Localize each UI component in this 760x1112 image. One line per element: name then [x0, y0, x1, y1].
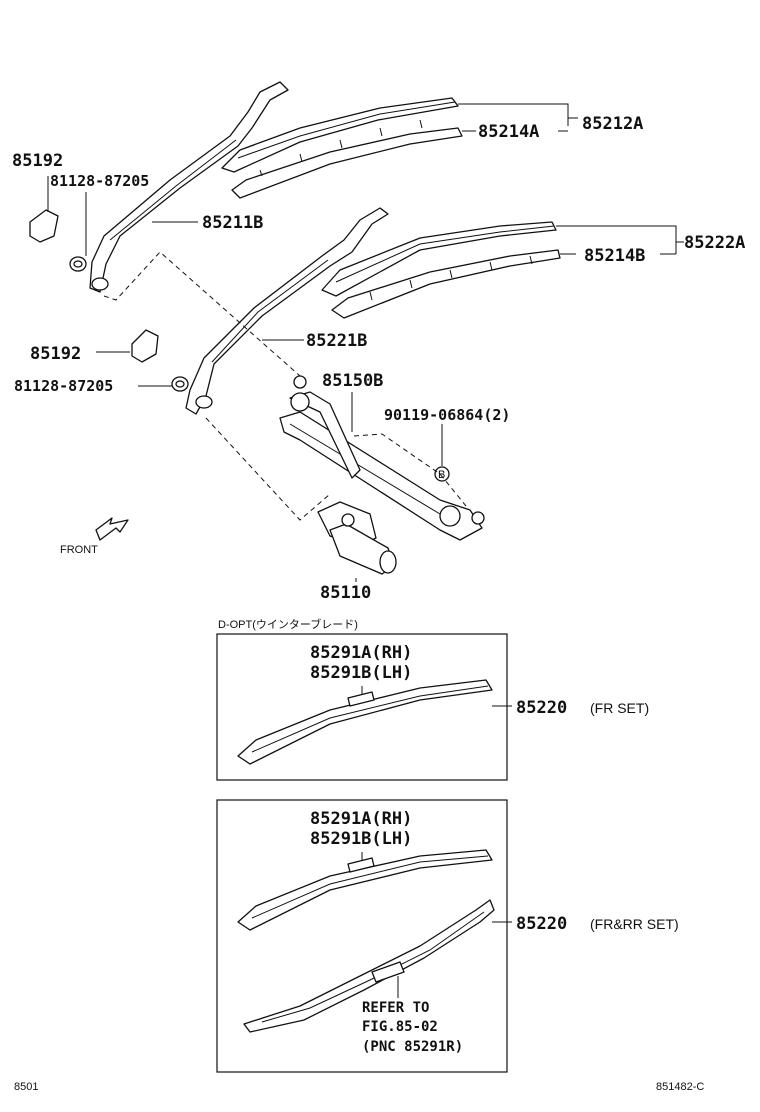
box1-set-label: (FR SET): [590, 700, 649, 716]
option-header: D-OPT(ウインターブレード): [218, 617, 358, 631]
label-85192-top: 85192: [12, 151, 63, 171]
label-85150B: 85150B: [322, 371, 383, 391]
label-85214A: 85214A: [478, 122, 539, 142]
wiper-motor-85110: [317, 501, 397, 575]
cap-85192-mid: [131, 329, 159, 363]
footer-right: 851482-C: [656, 1081, 704, 1093]
box2-refer-line2: FIG.85-02: [362, 1019, 438, 1035]
wiper-arm-85221B: [185, 207, 389, 415]
label-85214B: 85214B: [584, 246, 645, 266]
dashed-guide-top: [103, 251, 301, 377]
footer-left: 8501: [14, 1081, 38, 1093]
winter-blade-fr-2: [237, 849, 493, 931]
wiper-blade-85212A: [221, 97, 463, 199]
front-arrow-icon: [95, 517, 129, 541]
label-85211B: 85211B: [202, 213, 263, 233]
dashed-guide-mid: [205, 417, 331, 521]
label-90119: 90119-06864(2): [384, 406, 510, 424]
label-85212A: 85212A: [582, 114, 643, 134]
winter-blade-fr: [237, 679, 493, 765]
box2-label-rh: 85291A(RH): [310, 809, 412, 829]
nut-81128-top: [69, 256, 87, 272]
label-85221B: 85221B: [306, 331, 367, 351]
box-fr-set: [216, 633, 508, 781]
rear-blade: [243, 899, 495, 1033]
box1-label-rh: 85291A(RH): [310, 643, 412, 663]
box2-set-label: (FR&RR SET): [590, 916, 679, 932]
wiper-link-85150B: [279, 375, 485, 541]
cap-85192-top: [29, 209, 59, 243]
wiper-blade-85222A: [321, 221, 561, 319]
wiper-arm-85211B: [89, 81, 289, 293]
box-fr-rr-set: [216, 799, 508, 1073]
label-81128-top: 81128-87205: [50, 172, 149, 190]
box2-label-lh: 85291B(LH): [310, 829, 412, 849]
box2-refer-line1: REFER TO: [362, 1000, 429, 1016]
bolt-callout-label: B: [438, 469, 445, 481]
dashed-guide-bolt: [353, 433, 467, 507]
label-85192-mid: 85192: [30, 344, 81, 364]
box2-refer-line3: (PNC 85291R): [362, 1039, 463, 1055]
box1-label-lh: 85291B(LH): [310, 663, 412, 683]
nut-81128-mid: [171, 376, 189, 392]
label-85110: 85110: [320, 583, 371, 603]
box2-part-85220: 85220: [516, 914, 567, 934]
front-label: FRONT: [60, 544, 98, 556]
box1-part-85220: 85220: [516, 698, 567, 718]
bolt-callout-b: B: [434, 466, 450, 482]
label-81128-mid: 81128-87205: [14, 377, 113, 395]
label-85222A: 85222A: [684, 233, 745, 253]
